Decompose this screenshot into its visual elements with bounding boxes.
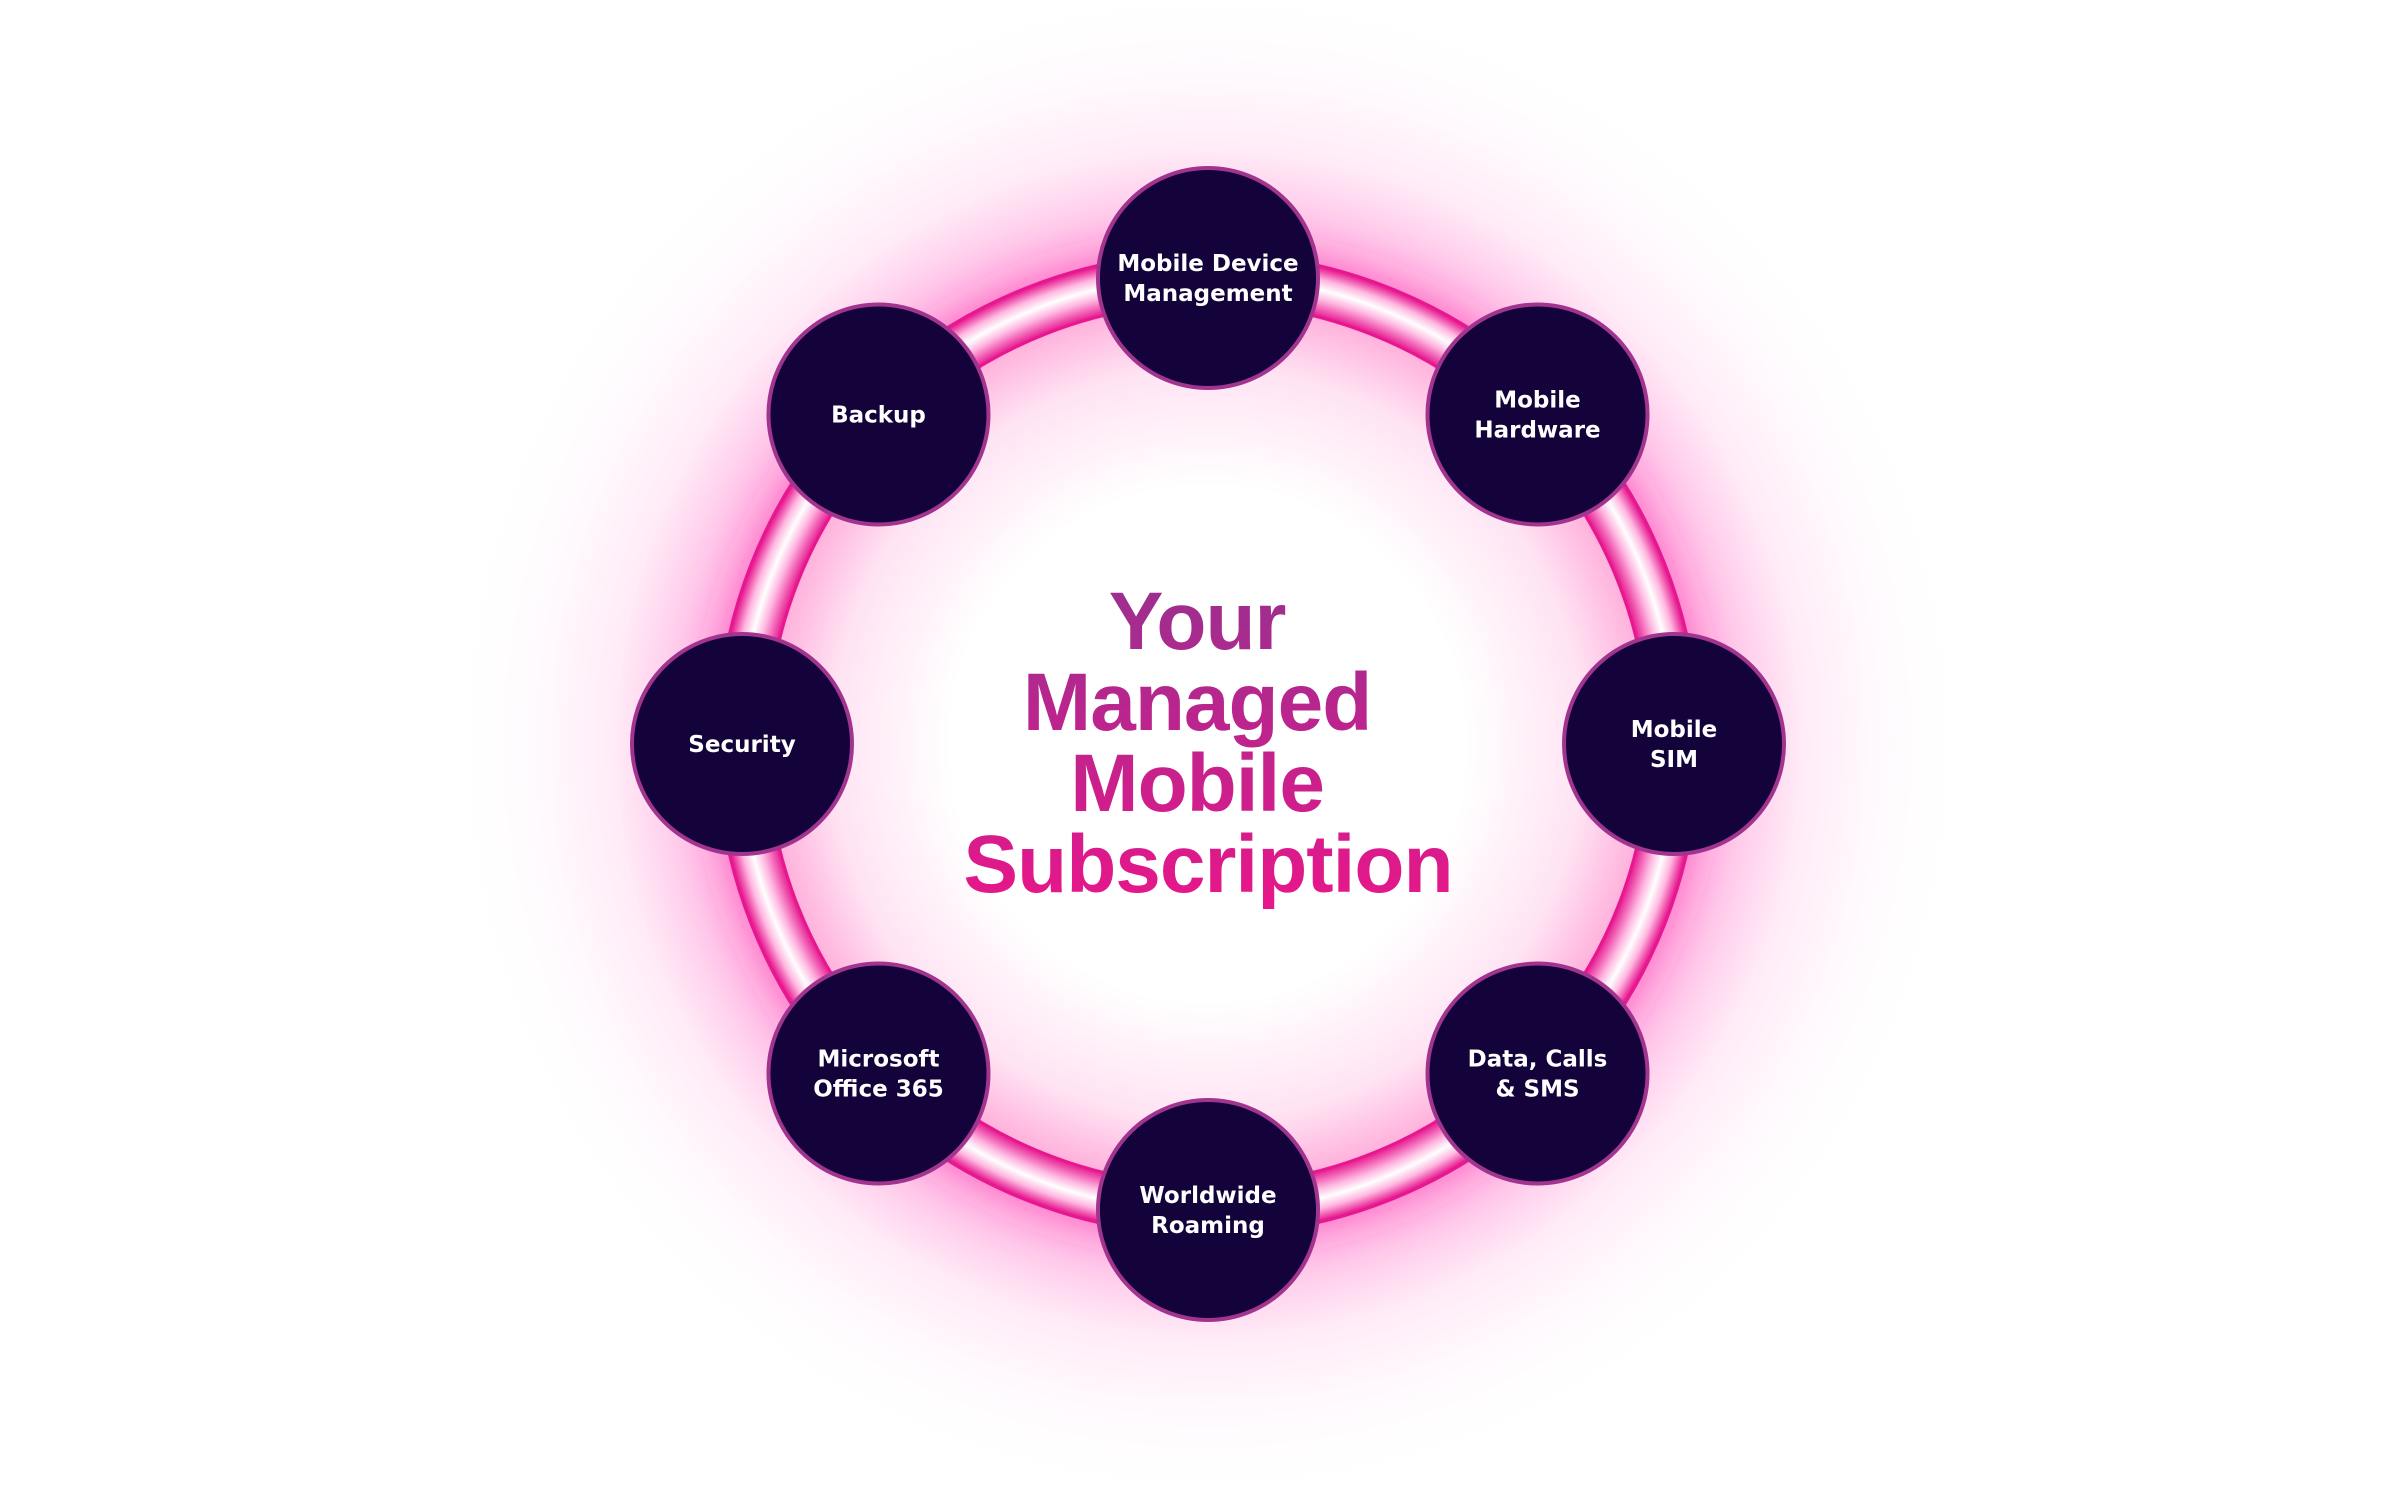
service-node-label-line: Mobile Device	[1117, 251, 1298, 277]
service-node-circle	[1425, 302, 1650, 527]
service-node-circle	[766, 302, 991, 527]
inner-glow	[768, 304, 1648, 1184]
title-line: Subscription	[963, 819, 1452, 910]
service-node-circle	[1425, 961, 1650, 1186]
service-node-security: Security	[630, 632, 854, 856]
service-node-label-line: Office 365	[813, 1077, 943, 1103]
service-node-label-line: Roaming	[1151, 1213, 1265, 1239]
service-node-circle	[630, 632, 854, 856]
service-node-label: Data, Calls & SMS	[1468, 1047, 1608, 1103]
service-node-label-line: Hardware	[1474, 417, 1600, 443]
service-node-circle	[1096, 166, 1320, 390]
service-node-label-line: Worldwide	[1139, 1183, 1276, 1209]
service-node-label-line: Backup	[831, 402, 926, 428]
service-node-label-line: Data, Calls	[1468, 1047, 1608, 1073]
service-node-label-line: Mobile	[1494, 387, 1581, 413]
service-node-label-line: Management	[1123, 281, 1292, 307]
service-node-data-calls-sms: Data, Calls & SMS	[1425, 961, 1650, 1186]
title-line: Mobile	[1070, 738, 1324, 829]
service-node-label-line: SIM	[1650, 747, 1698, 773]
service-node-label: Security	[688, 732, 795, 758]
service-node-circle	[1096, 1098, 1320, 1322]
title-line: Managed	[1023, 657, 1371, 748]
service-node-label-line: Mobile	[1631, 717, 1718, 743]
center-title: Your Managed Mobile Subscription	[963, 576, 1452, 910]
service-node-circle	[1562, 632, 1786, 856]
service-node-backup: Backup	[766, 302, 991, 527]
service-node-label-line: Microsoft	[817, 1047, 939, 1073]
service-node-label: Backup	[831, 402, 926, 428]
service-node-circle	[766, 961, 991, 1186]
title-line: Your	[1109, 576, 1286, 667]
service-node-label-line: Security	[688, 732, 795, 758]
service-node-label-line: & SMS	[1495, 1077, 1579, 1103]
